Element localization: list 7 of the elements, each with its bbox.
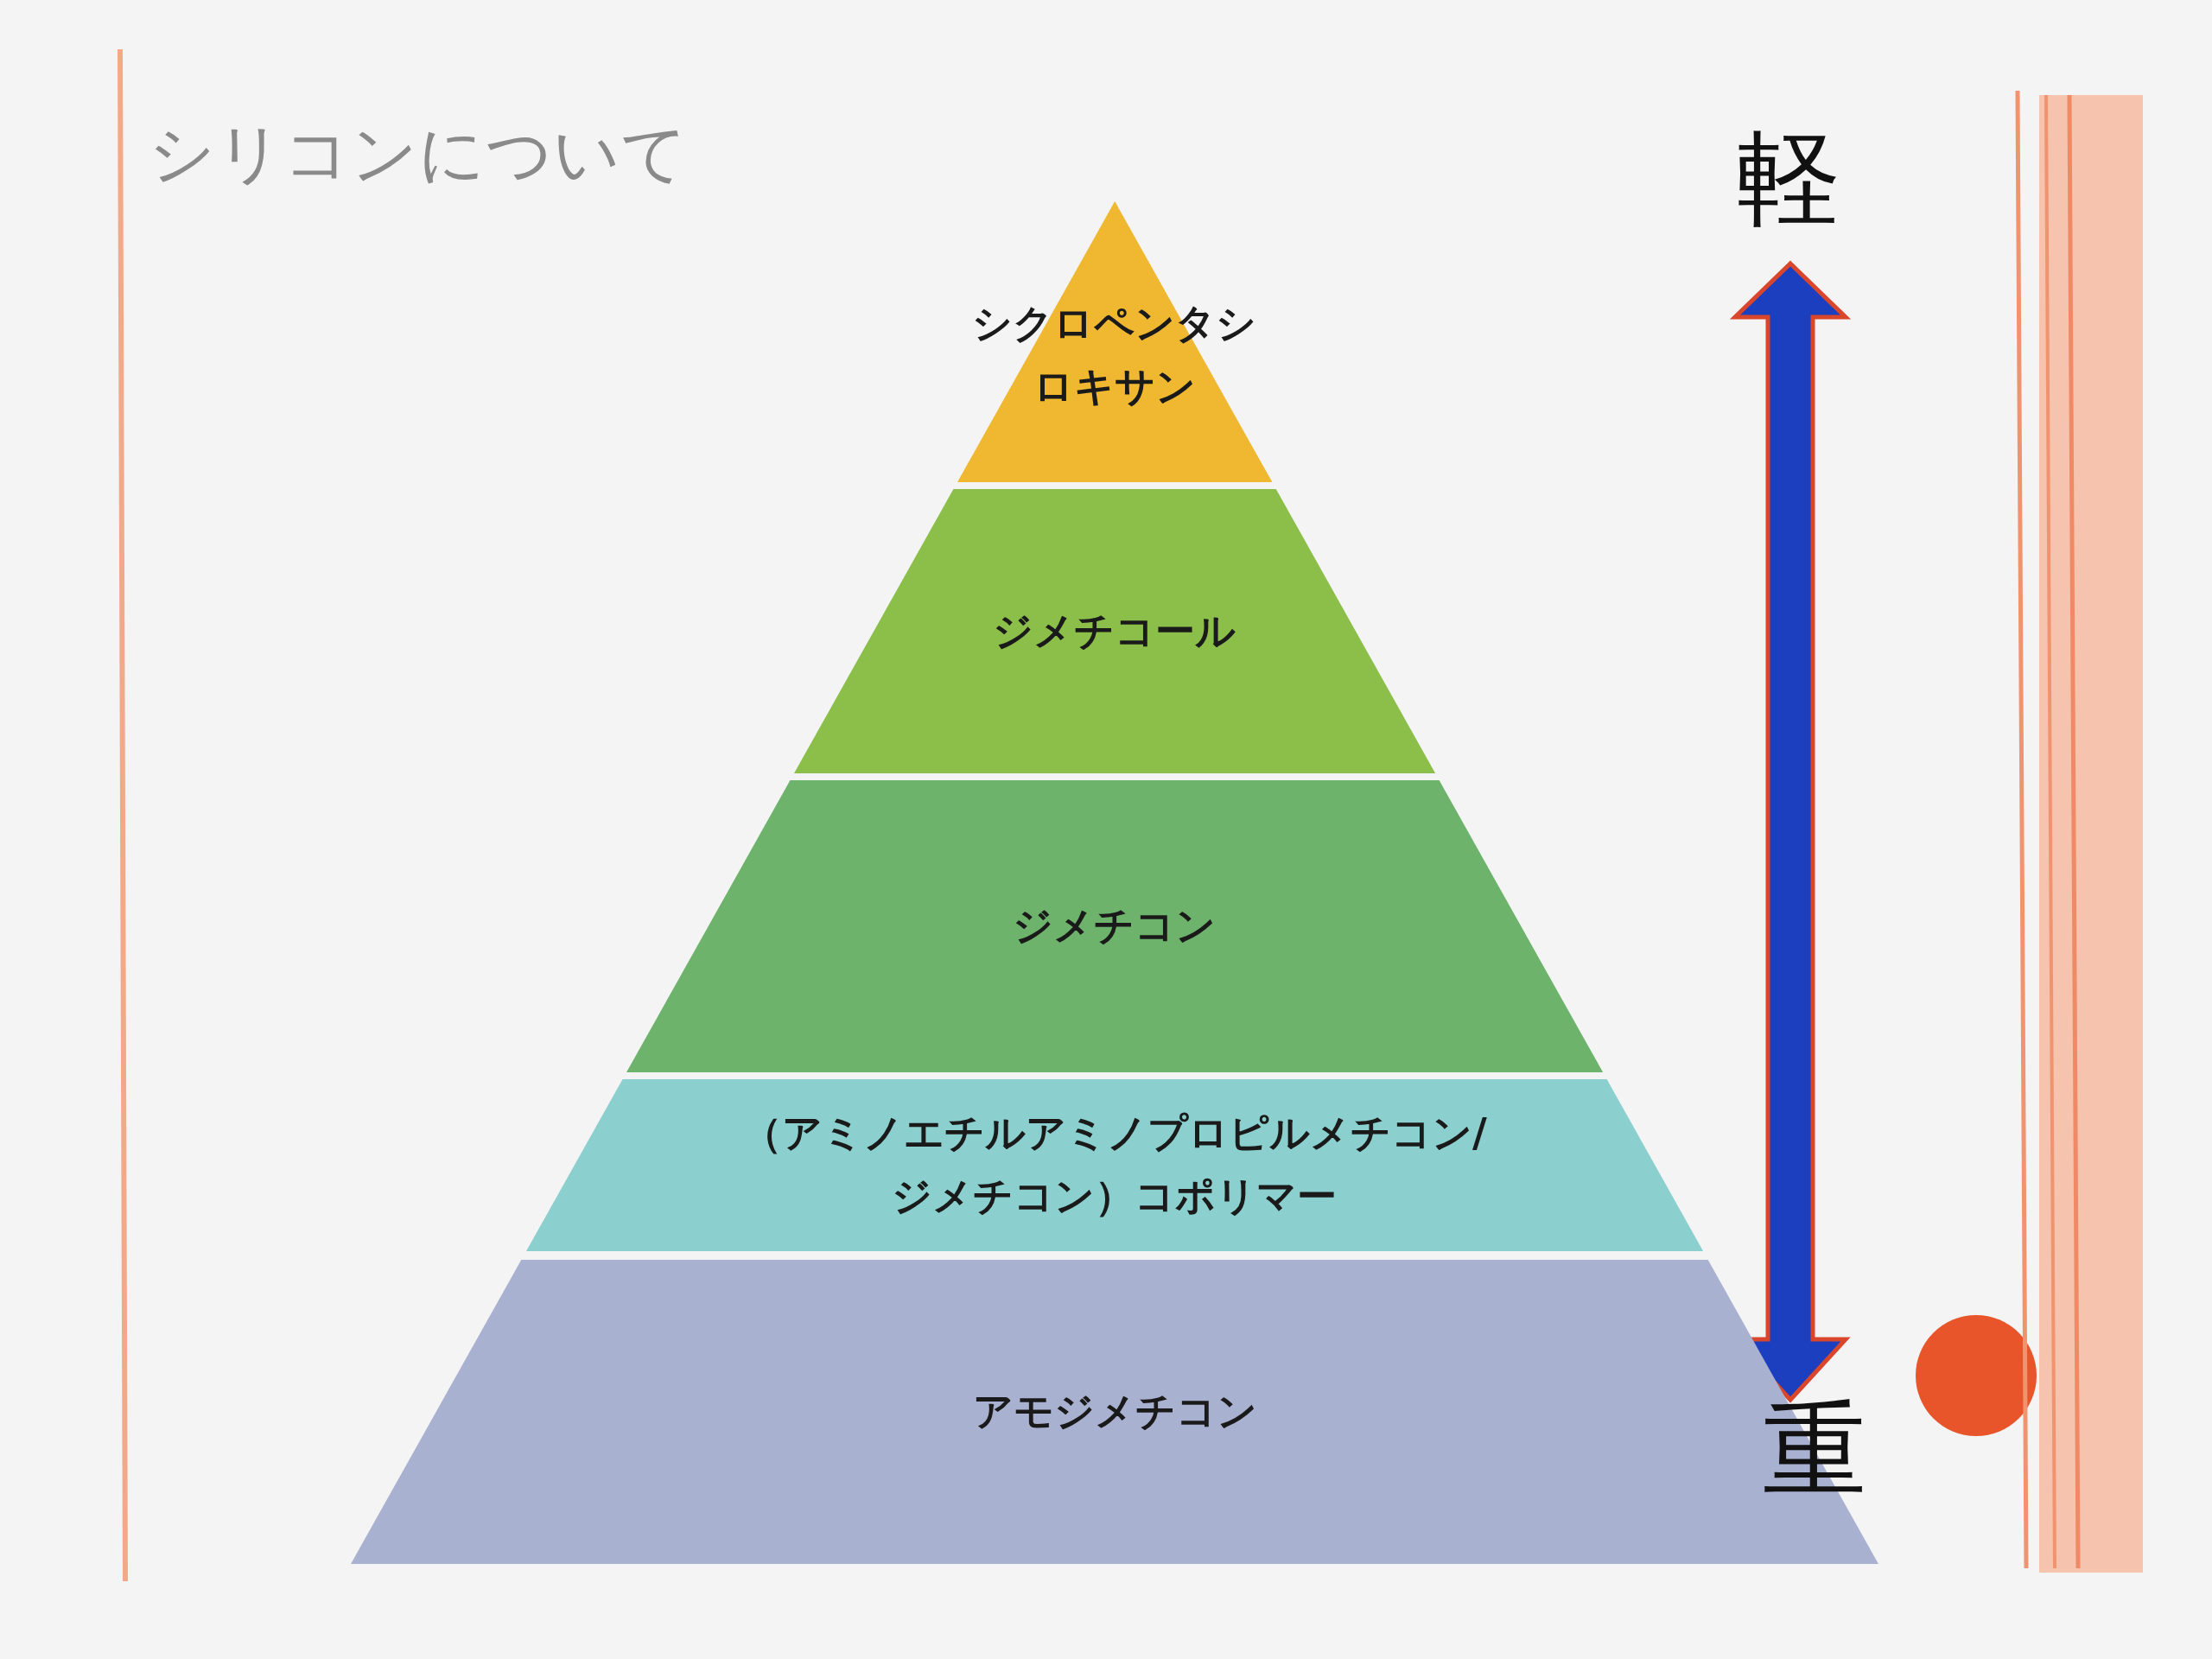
scale-label: 重 (1763, 1393, 1866, 1507)
scale-label: 軽 (1737, 121, 1840, 235)
layer-label: ジメチコン (1012, 901, 1217, 951)
layer-label: （アミノエチルアミノプロピルメチコン/ジメチコン）コポリマー (741, 1108, 1488, 1222)
layer-label: アモジメチコン (971, 1387, 1258, 1437)
layer-label: ジメチコール (992, 606, 1237, 656)
title: シリコンについて (149, 114, 688, 194)
